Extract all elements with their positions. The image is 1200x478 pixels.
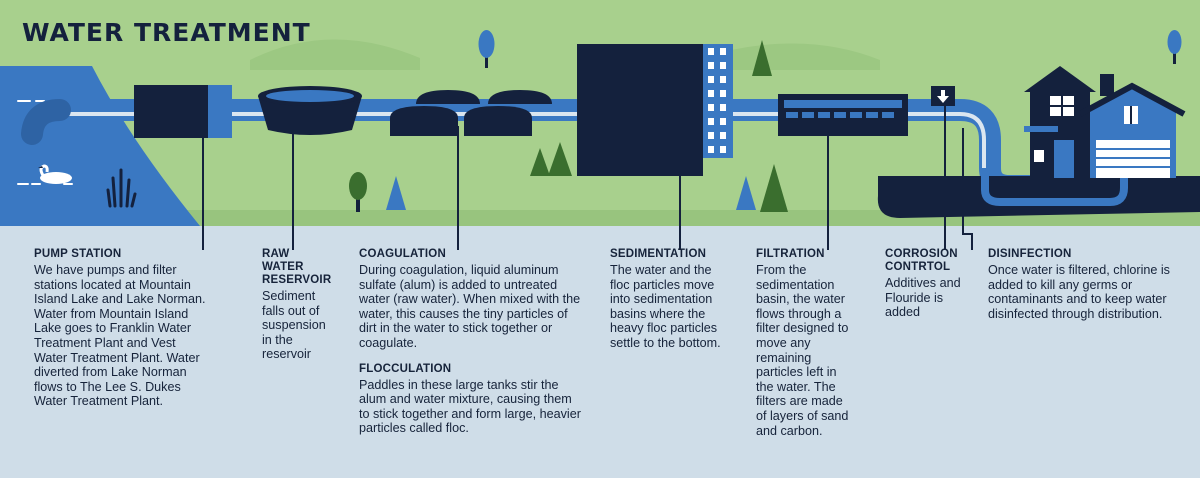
arrow-down-icon: [931, 86, 955, 106]
filtration-building: [778, 94, 908, 136]
tree-icon: [1167, 30, 1182, 64]
flocculation-tanks: [390, 90, 552, 136]
lower-panel: [0, 226, 1200, 478]
step-heading: COAGULATION: [359, 248, 446, 260]
pine-tree-icon: [530, 148, 550, 176]
step-text: The water and the floc particles move in…: [610, 263, 721, 350]
step-heading: DISINFECTION: [988, 248, 1072, 260]
pine-tree-icon: [736, 176, 756, 210]
step-text: During coagulation, liquid aluminum sulf…: [359, 263, 581, 350]
lake-ripples: [17, 100, 73, 185]
island-pipe-loop: [981, 176, 1128, 206]
step-heading: CORROSION CONTRTOL: [885, 248, 958, 273]
step-text: Once water is filtered, chlorine is adde…: [988, 263, 1170, 321]
step-disinfection: DISINFECTION Once water is filtered, chl…: [988, 248, 1184, 321]
step-coagulation: COAGULATION During coagulation, liquid a…: [359, 248, 582, 436]
step-pump-station: PUMP STATION We have pumps and filter st…: [34, 248, 209, 409]
swan-icon: [38, 164, 72, 184]
callout-lines: [202, 104, 973, 250]
step-heading: FILTRATION: [756, 248, 825, 260]
house-icon: [1024, 66, 1186, 178]
step-subtext: Paddles in these large tanks stir the al…: [359, 377, 581, 436]
step-text: We have pumps and filter stations locate…: [34, 263, 206, 409]
pine-tree-icon: [760, 164, 788, 212]
raw-water-reservoir: [258, 86, 362, 135]
step-text: From the sedimentation basin, the water …: [756, 263, 849, 438]
step-text: Additives and Flouride is added: [885, 276, 961, 320]
reeds-icon: [106, 168, 137, 208]
pine-tree-icon: [548, 142, 572, 176]
house-island: [877, 176, 1200, 218]
step-subheading: FLOCCULATION: [359, 362, 452, 375]
pine-tree-icon: [752, 40, 772, 76]
step-heading: RAW WATER RESERVOIR: [262, 248, 332, 286]
pump-station: [134, 85, 232, 138]
step-text: Sediment falls out of suspension in the …: [262, 289, 326, 362]
tree-icon: [349, 172, 367, 212]
step-heading: SEDIMENTATION: [610, 248, 707, 260]
pine-tree-icon: [386, 176, 406, 210]
step-sedimentation: SEDIMENTATION The water and the floc par…: [610, 248, 728, 351]
step-raw-water-reservoir: RAW WATER RESERVOIR Sediment falls out o…: [262, 248, 332, 362]
page-title: WATER TREATMENT: [22, 18, 311, 47]
step-filtration: FILTRATION From the sedimentation basin,…: [756, 248, 856, 438]
step-corrosion-control: CORROSION CONTRTOL Additives and Flourid…: [885, 248, 967, 320]
tree-icon: [478, 30, 495, 68]
sedimentation-basin: [577, 44, 733, 176]
step-heading: PUMP STATION: [34, 248, 122, 260]
